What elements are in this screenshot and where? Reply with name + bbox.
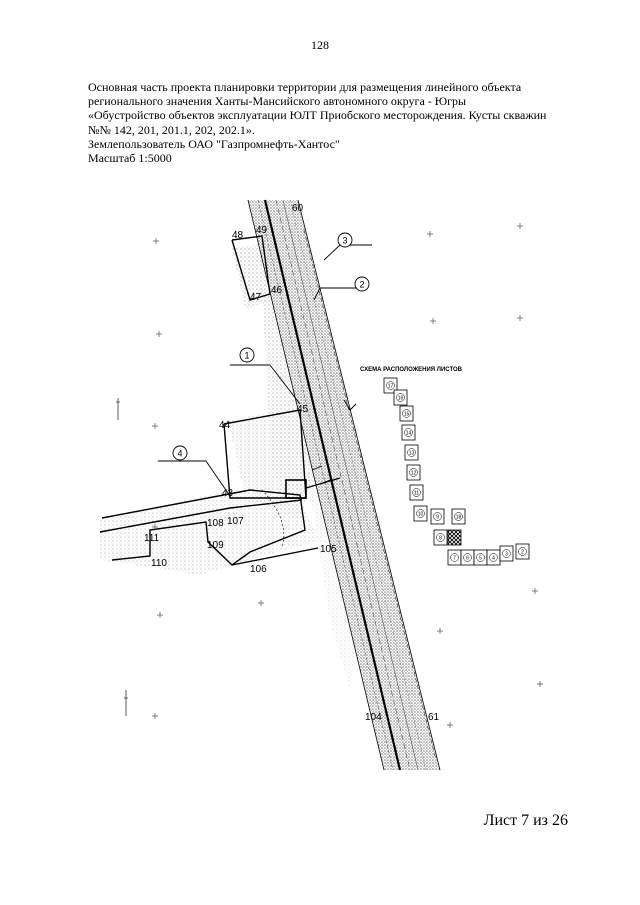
point-label: 104 (365, 712, 382, 723)
point-label: 49 (256, 225, 268, 236)
callout-4: 4 (172, 445, 188, 461)
parcel-boundaries (99, 235, 357, 566)
point-label: 48 (232, 230, 244, 241)
inset-sheet-number: 9 (436, 514, 439, 520)
document-header: Основная часть проекта планировки террит… (88, 80, 558, 165)
inset-title: СХЕМА РАСПОЛОЖЕНИЯ ЛИСТОВ (360, 367, 463, 373)
callout-leaders (158, 244, 372, 497)
callout-label: 1 (244, 351, 249, 361)
page-number: 128 (311, 38, 329, 52)
callout-label: 2 (359, 280, 364, 290)
inset-sheet-number: 12 (411, 470, 417, 476)
inset-sheet-number: 11 (414, 490, 419, 496)
inset-sheet-number: 4 (492, 555, 495, 561)
header-line: Землепользователь ОАО "Газпромнефть-Хант… (88, 136, 340, 151)
point-label: 111 (144, 533, 160, 544)
inset-sheet-number: 2 (521, 549, 524, 555)
point-label: 46 (271, 285, 283, 296)
inset-sheet-number: 10 (418, 511, 424, 517)
inset-sheet-number: 16 (398, 395, 404, 401)
inset-sheet-number: 17 (388, 383, 394, 389)
inset-sheet-number: 14 (406, 430, 412, 436)
road-corridor (247, 199, 441, 771)
point-label: 60 (292, 203, 304, 214)
point-label: 109 (207, 540, 224, 551)
callout-2: 2 (354, 276, 370, 292)
inset-sheet-number: 13 (409, 450, 415, 456)
point-label: 107 (227, 516, 244, 527)
point-label: 45 (297, 404, 309, 415)
callout-1: 1 (239, 347, 255, 363)
point-label: 105 (320, 544, 337, 555)
point-label: 43 (222, 488, 234, 499)
header-line: Основная часть проекта планировки террит… (88, 80, 522, 94)
callout-label: 3 (342, 236, 347, 246)
header-line: №№ 142, 201, 201.1, 202, 202.1». (88, 122, 255, 137)
inset-sheet-number: 15 (404, 411, 410, 417)
inset-sheet-number: 8 (439, 535, 442, 541)
sheet-label: Лист 7 из 26 (483, 812, 568, 829)
inset-sheet-number: 5 (479, 555, 482, 561)
edge-marks (116, 398, 128, 716)
inset-sheet-number: 7 (453, 555, 456, 561)
inset-sheet-number: 6 (466, 555, 469, 561)
point-label: 44 (219, 420, 231, 431)
callout-label: 4 (177, 449, 182, 459)
grid-crosses (152, 223, 543, 728)
inset-sheet-number: 3 (505, 551, 508, 557)
point-label: 61 (428, 712, 440, 723)
sheet-layout-inset: СХЕМА РАСПОЛОЖЕНИЯ ЛИСТОВ 17 16 (360, 367, 530, 566)
point-labels: 60 48 49 47 46 45 44 43 111 108 107 109 … (144, 203, 440, 723)
inset-sheets (383, 377, 530, 566)
point-label: 106 (250, 564, 267, 575)
inset-sheet-number: 18 (456, 514, 462, 520)
scale-line: Масштаб 1:5000 (88, 151, 172, 166)
header-line: регионального значения Ханты-Мансийского… (88, 94, 467, 109)
point-label: 47 (250, 292, 262, 303)
current-sheet-marker (447, 529, 462, 546)
header-line: «Обустройство объектов эксплуатации ЮЛТ … (88, 108, 547, 123)
point-label: 108 (207, 518, 224, 529)
point-label: 110 (151, 558, 167, 569)
callout-3: 3 (337, 232, 353, 248)
